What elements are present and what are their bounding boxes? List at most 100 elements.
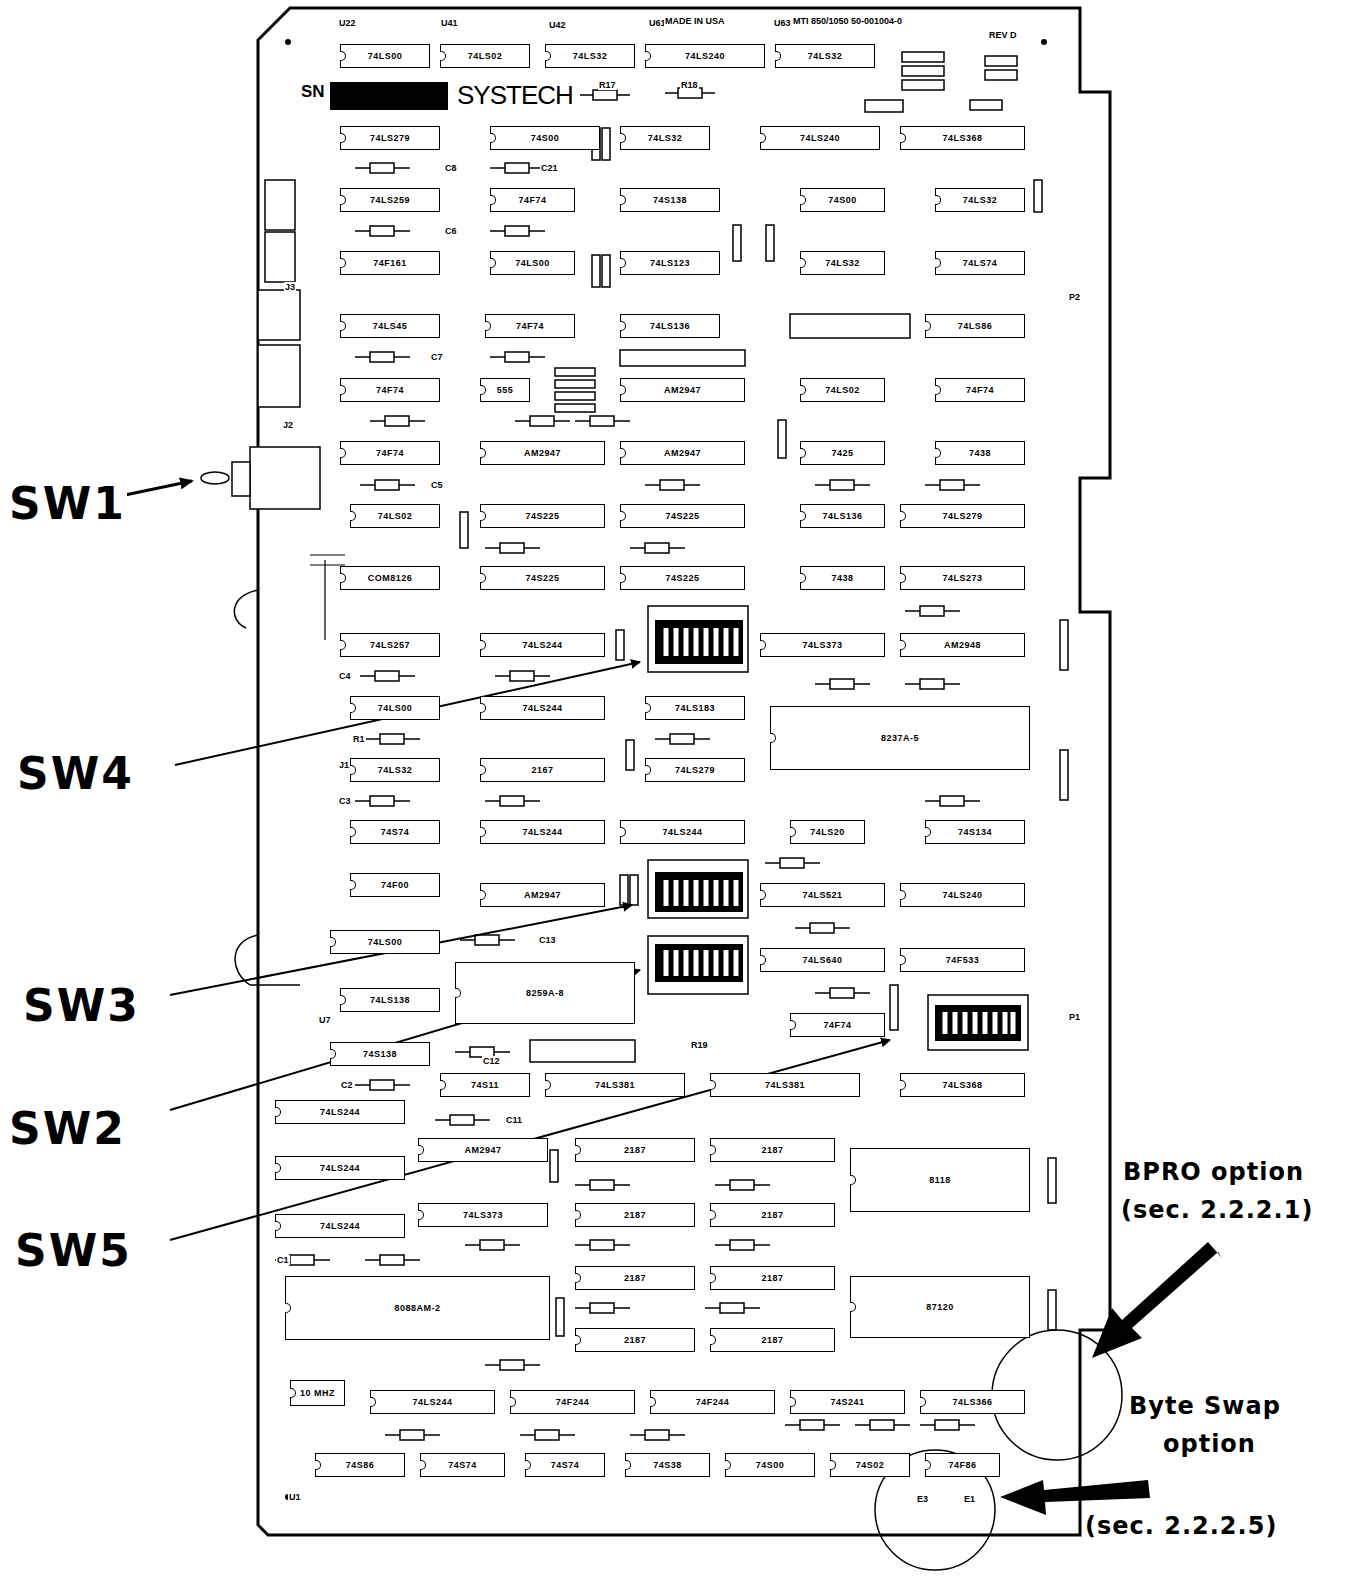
chip-label: 74LS240 xyxy=(800,133,840,143)
ic-chip: 74LS00 xyxy=(330,930,440,954)
chip-label: 74LS02 xyxy=(378,511,413,521)
board-marking: U63 xyxy=(773,18,792,28)
ic-chip: 74F244 xyxy=(650,1390,775,1414)
board-marking: P1 xyxy=(1068,1012,1081,1022)
ic-chip: 74LS244 xyxy=(370,1390,495,1414)
ic-chip: 74LS257 xyxy=(340,633,440,657)
chip-label: 74F74 xyxy=(966,385,994,395)
ic-chip: 2187 xyxy=(710,1203,835,1227)
chip-label: AM2948 xyxy=(944,640,981,650)
chip-label: 74LS279 xyxy=(675,765,715,775)
ic-chip: 74S225 xyxy=(480,504,605,528)
option-callout: Byte Swap xyxy=(1128,1392,1282,1420)
board-marking: MTI 850/1050 50-001004-0 xyxy=(792,16,903,26)
chip-label: 74LS373 xyxy=(463,1210,503,1220)
chip-label: 74S74 xyxy=(551,1460,580,1470)
chip-label: 8237A-5 xyxy=(881,733,919,743)
ic-chip: 2187 xyxy=(710,1138,835,1162)
ic-chip: 74LS183 xyxy=(645,696,745,720)
chip-label: 74S134 xyxy=(958,827,992,837)
ic-chip: 74LS273 xyxy=(900,566,1025,590)
board-marking: C8 xyxy=(444,163,458,173)
ic-chip: 74S225 xyxy=(480,566,605,590)
ic-chip: 74LS240 xyxy=(645,44,765,68)
chip-label: 74F244 xyxy=(696,1397,730,1407)
chip-label: 74LS244 xyxy=(522,640,562,650)
board-marking: MADE IN USA xyxy=(664,16,726,26)
chip-label: 74LS244 xyxy=(522,703,562,713)
chip-label: 74F74 xyxy=(376,448,404,458)
chip-label: 74S138 xyxy=(653,195,687,205)
ic-chip: 74LS32 xyxy=(775,44,875,68)
chip-label: 74LS32 xyxy=(648,133,683,143)
board-marking: C4 xyxy=(338,671,352,681)
ic-chip: 74LS32 xyxy=(350,758,440,782)
ic-chip: 74LS240 xyxy=(900,883,1025,907)
board-marking: U22 xyxy=(338,18,357,28)
chip-label: 74LS45 xyxy=(373,321,408,331)
ic-chip: 74S38 xyxy=(625,1453,710,1477)
chip-label: 2167 xyxy=(531,765,553,775)
chip-label: 74F533 xyxy=(946,955,980,965)
ic-chip: 74LS00 xyxy=(340,44,430,68)
ic-chip: 74LS00 xyxy=(350,696,440,720)
chip-label: 2187 xyxy=(761,1335,783,1345)
ic-chip: 74LS244 xyxy=(275,1100,405,1124)
ic-chip: 74S74 xyxy=(525,1453,605,1477)
ic-chip: 74LS32 xyxy=(620,126,710,150)
chip-label: 7438 xyxy=(831,573,853,583)
ic-chip: 74S134 xyxy=(925,820,1025,844)
chip-label: 74LS279 xyxy=(370,133,410,143)
ic-chip: 74LS244 xyxy=(275,1214,405,1238)
chip-label: 74LS138 xyxy=(370,995,410,1005)
ic-chip: 74LS244 xyxy=(275,1156,405,1180)
ic-chip: 74F74 xyxy=(340,441,440,465)
chip-label: 74LS32 xyxy=(378,765,413,775)
chip-label: 74S11 xyxy=(471,1080,499,1090)
chip-label: AM2947 xyxy=(464,1145,501,1155)
chip-label: 74F74 xyxy=(823,1020,851,1030)
chip-label: 74LS00 xyxy=(515,258,550,268)
ic-chip: 74LS373 xyxy=(418,1203,548,1227)
ic-chip: 74S02 xyxy=(830,1453,910,1477)
chip-label: 555 xyxy=(497,385,514,395)
chip-label: 74LS74 xyxy=(963,258,998,268)
board-marking: C6 xyxy=(444,226,458,236)
board-marking: C2 xyxy=(340,1080,354,1090)
board-marking: C12 xyxy=(482,1056,501,1066)
chip-label: 74LS366 xyxy=(952,1397,992,1407)
ic-chip: 74LS279 xyxy=(645,758,745,782)
chip-label: 74LS32 xyxy=(825,258,860,268)
ic-chip: 74S11 xyxy=(440,1073,530,1097)
chip-label: 87120 xyxy=(926,1302,954,1312)
ic-chip: 2167 xyxy=(480,758,605,782)
chip-label: 74LS521 xyxy=(802,890,842,900)
ic-chip: 74F533 xyxy=(900,948,1025,972)
ic-chip: 74LS244 xyxy=(620,820,745,844)
chip-label: 74S38 xyxy=(653,1460,682,1470)
ic-chip: 74S138 xyxy=(620,188,720,212)
ic-chip: 74LS32 xyxy=(545,44,635,68)
ic-chip: 74LS138 xyxy=(340,988,440,1012)
ic-chip: AM2947 xyxy=(480,441,605,465)
chip-label: 74F244 xyxy=(556,1397,590,1407)
board-marking: C1 xyxy=(276,1255,290,1265)
board-marking: C7 xyxy=(430,352,444,362)
chip-label: 74S00 xyxy=(756,1460,785,1470)
switch-callout: SW2 xyxy=(8,1103,127,1154)
board-marking: C13 xyxy=(538,935,557,945)
board-marking: REV D xyxy=(988,30,1018,40)
ic-chip: 2187 xyxy=(710,1328,835,1352)
board-marking: P2 xyxy=(1068,292,1081,302)
board-marking: J2 xyxy=(282,420,294,430)
switch-callout: SW5 xyxy=(14,1225,133,1276)
chip-label: 74LS86 xyxy=(958,321,993,331)
option-callout: (sec. 2.2.2.5) xyxy=(1084,1512,1278,1540)
board-marking: J1 xyxy=(338,760,350,770)
ic-chip: 74F86 xyxy=(925,1453,1000,1477)
ic-chip: 74LS136 xyxy=(620,314,720,338)
ic-chip: 74LS279 xyxy=(900,504,1025,528)
ic-chip: 74F74 xyxy=(490,188,575,212)
ic-chip: 8118 xyxy=(850,1148,1030,1212)
chip-label: 74LS00 xyxy=(368,51,403,61)
